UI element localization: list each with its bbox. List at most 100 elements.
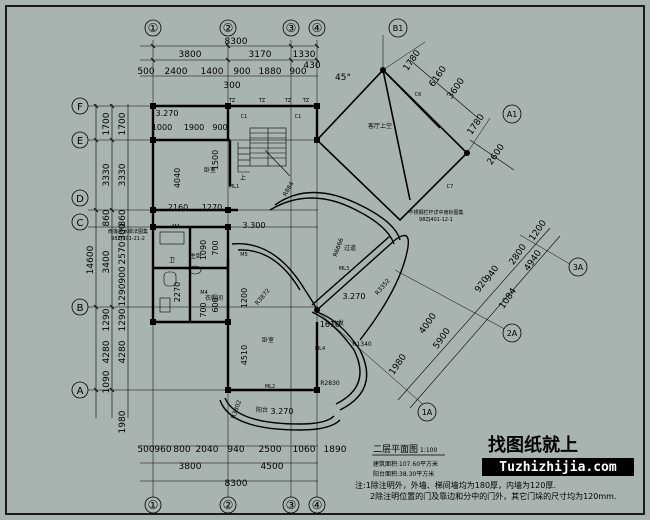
dim-top-r2-5: 900 (289, 67, 306, 77)
inner-dim-17: 3.270 (271, 407, 294, 416)
area-balcony: 阳台面积:38.30平方米 (373, 470, 434, 478)
room-stair-up: 上 (240, 174, 246, 182)
inner-dim-8: 3.300 (243, 221, 266, 230)
axis-label-3a: 3A (573, 263, 584, 272)
dim-bottom-r1-3: 2040 (196, 445, 219, 455)
dim-top-angle: 45° (335, 73, 351, 83)
void-room-walls (315, 68, 469, 222)
dim-left-i-4: 2570 (118, 241, 128, 264)
dim-left-o-0: 1700 (102, 112, 112, 135)
dimension-ticks (93, 43, 320, 393)
inner-dim-13: 600 (211, 297, 220, 312)
inner-dim-7: 1270 (202, 203, 222, 212)
area-building: 建筑面积:107.60平方米 (373, 460, 438, 468)
dim-right-l-7: 5900 (432, 326, 453, 351)
axis-label-1a: 1A (422, 408, 433, 417)
dim-right-l-5: 1084 (498, 286, 519, 311)
walls (151, 104, 319, 392)
room-sofa: 沙发 (332, 319, 344, 327)
dims-bottom: 500 960 800 2040 940 2500 1060 1890 3800… (137, 445, 346, 489)
axis-label-bottom-2: ② (223, 498, 234, 512)
tag-ml3: ML3 (339, 266, 349, 272)
dim-right-t-4: 1780 (466, 112, 487, 137)
axis-label-top-4: ④ (312, 21, 323, 35)
dim-top-r1-0: 3800 (179, 50, 202, 60)
dim-right-t-0: 1780 (402, 48, 423, 73)
dim-bottom-r2-1: 4500 (261, 462, 284, 472)
tag-tz-b: TZ (258, 98, 266, 104)
dim-bottom-r1-1: 960 (154, 445, 171, 455)
inner-dim-18: 1200 (240, 288, 249, 308)
axis-label-top-2: ② (223, 21, 234, 35)
axis-label-a: A (77, 386, 84, 397)
axis-label-d: D (76, 194, 84, 205)
inner-dim-14: 3.270 (343, 292, 366, 301)
inner-dim-6: 2160 (168, 203, 188, 212)
dim-left-o-1: 3330 (102, 163, 112, 186)
room-void: 客厅上空 (368, 122, 392, 130)
dim-top-r1-2: 1330 (293, 50, 316, 60)
axis-bubbles (71, 18, 588, 514)
dim-top-r2-2: 1400 (201, 67, 224, 77)
drawing-border (5, 5, 645, 515)
drawing-title: 二层平面图 (373, 444, 418, 455)
room-balcony: 阳台 (256, 406, 268, 414)
axis-labels: ① ② ③ ④ ① ② ③ ④ F E D C B A B1 A1 3A 2A … (76, 21, 584, 512)
inner-dim-15: 1610 (320, 320, 340, 329)
watermark: 找图纸就上 Tuzhizhijia.com (482, 434, 634, 476)
axis-label-f: F (77, 102, 83, 113)
watermark-url-bg (482, 458, 634, 476)
dim-right-t-2: 3600 (446, 76, 467, 101)
inner-dimensions: 3.270 1000 1900 900 4040 1500 2160 1270 … (152, 109, 366, 416)
inner-dim-10: 700 (211, 240, 220, 255)
dim-right-l-8: 1980 (388, 352, 409, 377)
tag-tz-c: TZ (284, 98, 292, 104)
radius-4: R1340 (352, 341, 372, 348)
dim-left-i-1: 3330 (118, 163, 128, 186)
dim-top-r2-6: 430 (303, 61, 320, 71)
notes: 注:1除注明外，外墙、梯间墙均为180厚，内墙为120厚. 2除注明位置的门及靠… (355, 480, 617, 501)
tag-m4-a: M4 (172, 224, 180, 230)
tag-m5: M5 (240, 252, 248, 258)
ref-drain: 雨篷排水做法图集 (108, 228, 148, 235)
tag-ml2: ML2 (265, 384, 275, 390)
inner-dim-5: 1500 (211, 150, 220, 170)
dim-right-l-0: 1200 (528, 218, 549, 243)
dim-left-i-6: 1290 (118, 283, 128, 306)
tag-c1-a: C1 (241, 114, 248, 120)
ref-railing: 不锈钢栏杆详中南标图集 (408, 209, 463, 216)
inner-dim-2: 1900 (184, 123, 204, 132)
dim-bottom-r1-4: 940 (227, 445, 244, 455)
axis-label-b: B (77, 303, 84, 314)
drawing-scale: 1:100 (420, 447, 437, 454)
tag-c6: C6 (415, 92, 422, 98)
dim-top-total: 8300 (225, 37, 248, 47)
ref-railing-code: 98ZJ401-12-1 (419, 217, 453, 223)
dims-left: 14600 1700 3330 860 3400 1290 4280 1090 … (86, 112, 128, 433)
inner-dim-9: 1090 (199, 240, 208, 260)
dim-top-r2-3: 900 (233, 67, 250, 77)
dim-bottom-r1-0: 500 (137, 445, 154, 455)
axis-label-bottom-4: ④ (312, 498, 323, 512)
inner-dim-1: 1000 (152, 123, 172, 132)
dim-left-o-4: 1290 (102, 308, 112, 331)
staircase (237, 127, 291, 177)
note-2: 2除注明位置的门及靠边和分中的门外，其它门垛的尺寸均为120mm. (370, 491, 617, 501)
inner-dim-0: 3.270 (156, 109, 179, 118)
title-block: 二层平面图 1:100 建筑面积:107.60平方米 阳台面积:38.30平方米 (372, 444, 445, 478)
inner-dim-11: 700 (199, 302, 208, 317)
dim-bottom-r1-6: 1060 (293, 445, 316, 455)
tag-c1-b: C1 (295, 114, 302, 120)
dim-left-i-0: 1700 (118, 112, 128, 135)
dim-bottom-r1-2: 800 (173, 445, 190, 455)
columns (150, 67, 470, 393)
inner-dim-3: 900 (212, 123, 227, 132)
inner-dim-16: 4510 (240, 345, 249, 365)
dim-right-t-1: 6160 (428, 64, 449, 89)
dim-bottom-r2-0: 3800 (179, 462, 202, 472)
axis-label-c: C (77, 218, 84, 229)
room-master: 主卧 (190, 252, 202, 260)
room-wardrobe: 衣帽间 (205, 294, 223, 302)
dim-top-sub: 300 (223, 81, 240, 91)
